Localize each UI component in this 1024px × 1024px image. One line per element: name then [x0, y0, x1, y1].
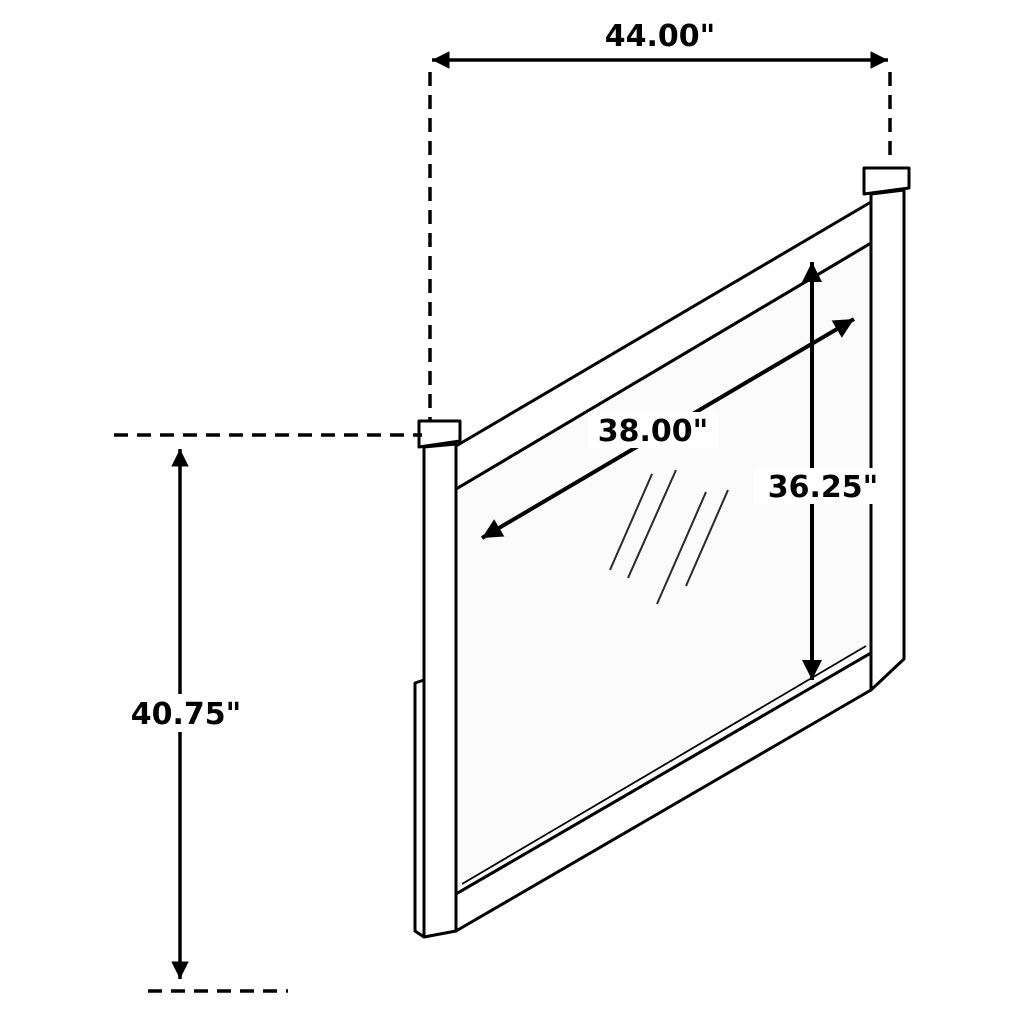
glass-height-label: 36.25" [768, 470, 879, 505]
glass-width-label: 38.00" [598, 414, 709, 449]
mirror-figure [413, 166, 911, 939]
overall-width-label: 44.00" [605, 19, 716, 54]
mirror-left-stile [422, 442, 458, 939]
dimension-overall-width: 44.00" [428, 19, 892, 422]
glass-height-label-backing [754, 468, 892, 504]
dimension-glass-height: 36.25" [754, 262, 892, 680]
glass-width-label-backing [588, 412, 718, 448]
mirror-bottom-lip-line [461, 645, 867, 885]
dimension-glass-width: 38.00" [480, 317, 856, 540]
mirror-right-stile [869, 188, 906, 692]
mirror-left-stile-cap [417, 419, 462, 449]
overall-height-label: 40.75" [131, 697, 242, 732]
mirror-right-stile-cap [862, 166, 911, 196]
dimension-overall-height: 40.75" [114, 433, 422, 993]
height-label-backing [122, 694, 250, 732]
